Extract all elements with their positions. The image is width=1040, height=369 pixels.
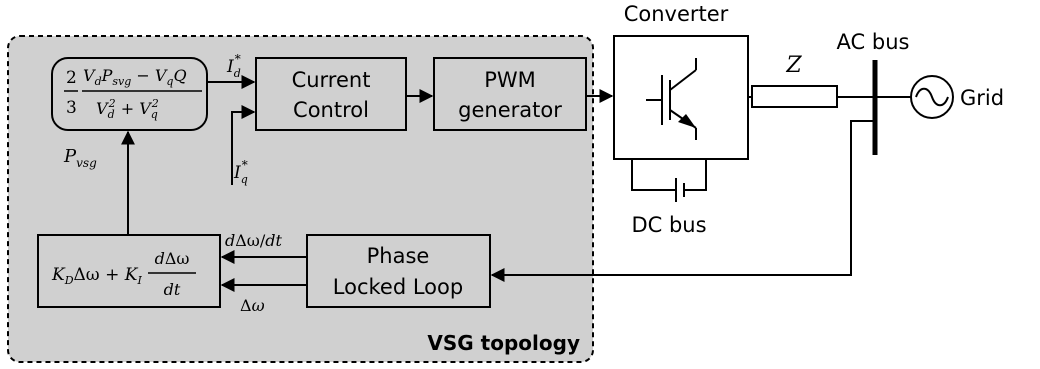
- delta-omega-label: Δω: [240, 296, 265, 315]
- vsg-topology-label: VSG topology: [427, 331, 580, 355]
- svg-text:KDΔω + KI: KDΔω + KI: [51, 265, 142, 287]
- pll-line2: Locked Loop: [333, 275, 463, 299]
- svg-text:3: 3: [66, 98, 77, 118]
- current-reference-block: 2 3 VdPsvg − VqQ Vd2 + Vq2: [51, 57, 208, 131]
- svg-text:Vd2 + Vq2: Vd2 + Vq2: [96, 97, 159, 121]
- svg-text:VdPsvg − VqQ: VdPsvg − VqQ: [83, 66, 187, 88]
- d-omega-dt-label: dΔω/dt: [225, 231, 282, 250]
- signal-wires: [121, 75, 911, 292]
- svg-text:2: 2: [66, 68, 77, 88]
- dc-bus-capacitor: DC bus: [631, 159, 707, 237]
- id-ref-label: Id*: [226, 52, 241, 80]
- converter-symbol: Converter: [613, 2, 749, 160]
- current-control-block: Current Control: [255, 57, 407, 131]
- ac-bus-label: AC bus: [837, 30, 910, 54]
- pwm-generator-block: PWM generator: [433, 57, 587, 131]
- pll-line1: Phase: [367, 244, 430, 268]
- svg-text:dt: dt: [164, 280, 181, 299]
- pwm-line1: PWM: [484, 68, 536, 92]
- svg-text:dΔω: dΔω: [155, 249, 190, 268]
- vsg-topology-region: [7, 35, 594, 363]
- grid-label: Grid: [960, 86, 1004, 110]
- impedance-box: [751, 85, 838, 108]
- pll-block: Phase Locked Loop: [306, 234, 491, 308]
- converter-label: Converter: [624, 2, 729, 26]
- current-control-line2: Control: [293, 98, 369, 122]
- pwm-line2: generator: [458, 98, 562, 122]
- dc-bus-label: DC bus: [631, 213, 706, 237]
- iq-ref-label: Iq*: [233, 158, 248, 186]
- current-control-line1: Current: [292, 68, 371, 92]
- grid-source-icon: [910, 75, 954, 119]
- impedance-label: Z: [785, 53, 802, 78]
